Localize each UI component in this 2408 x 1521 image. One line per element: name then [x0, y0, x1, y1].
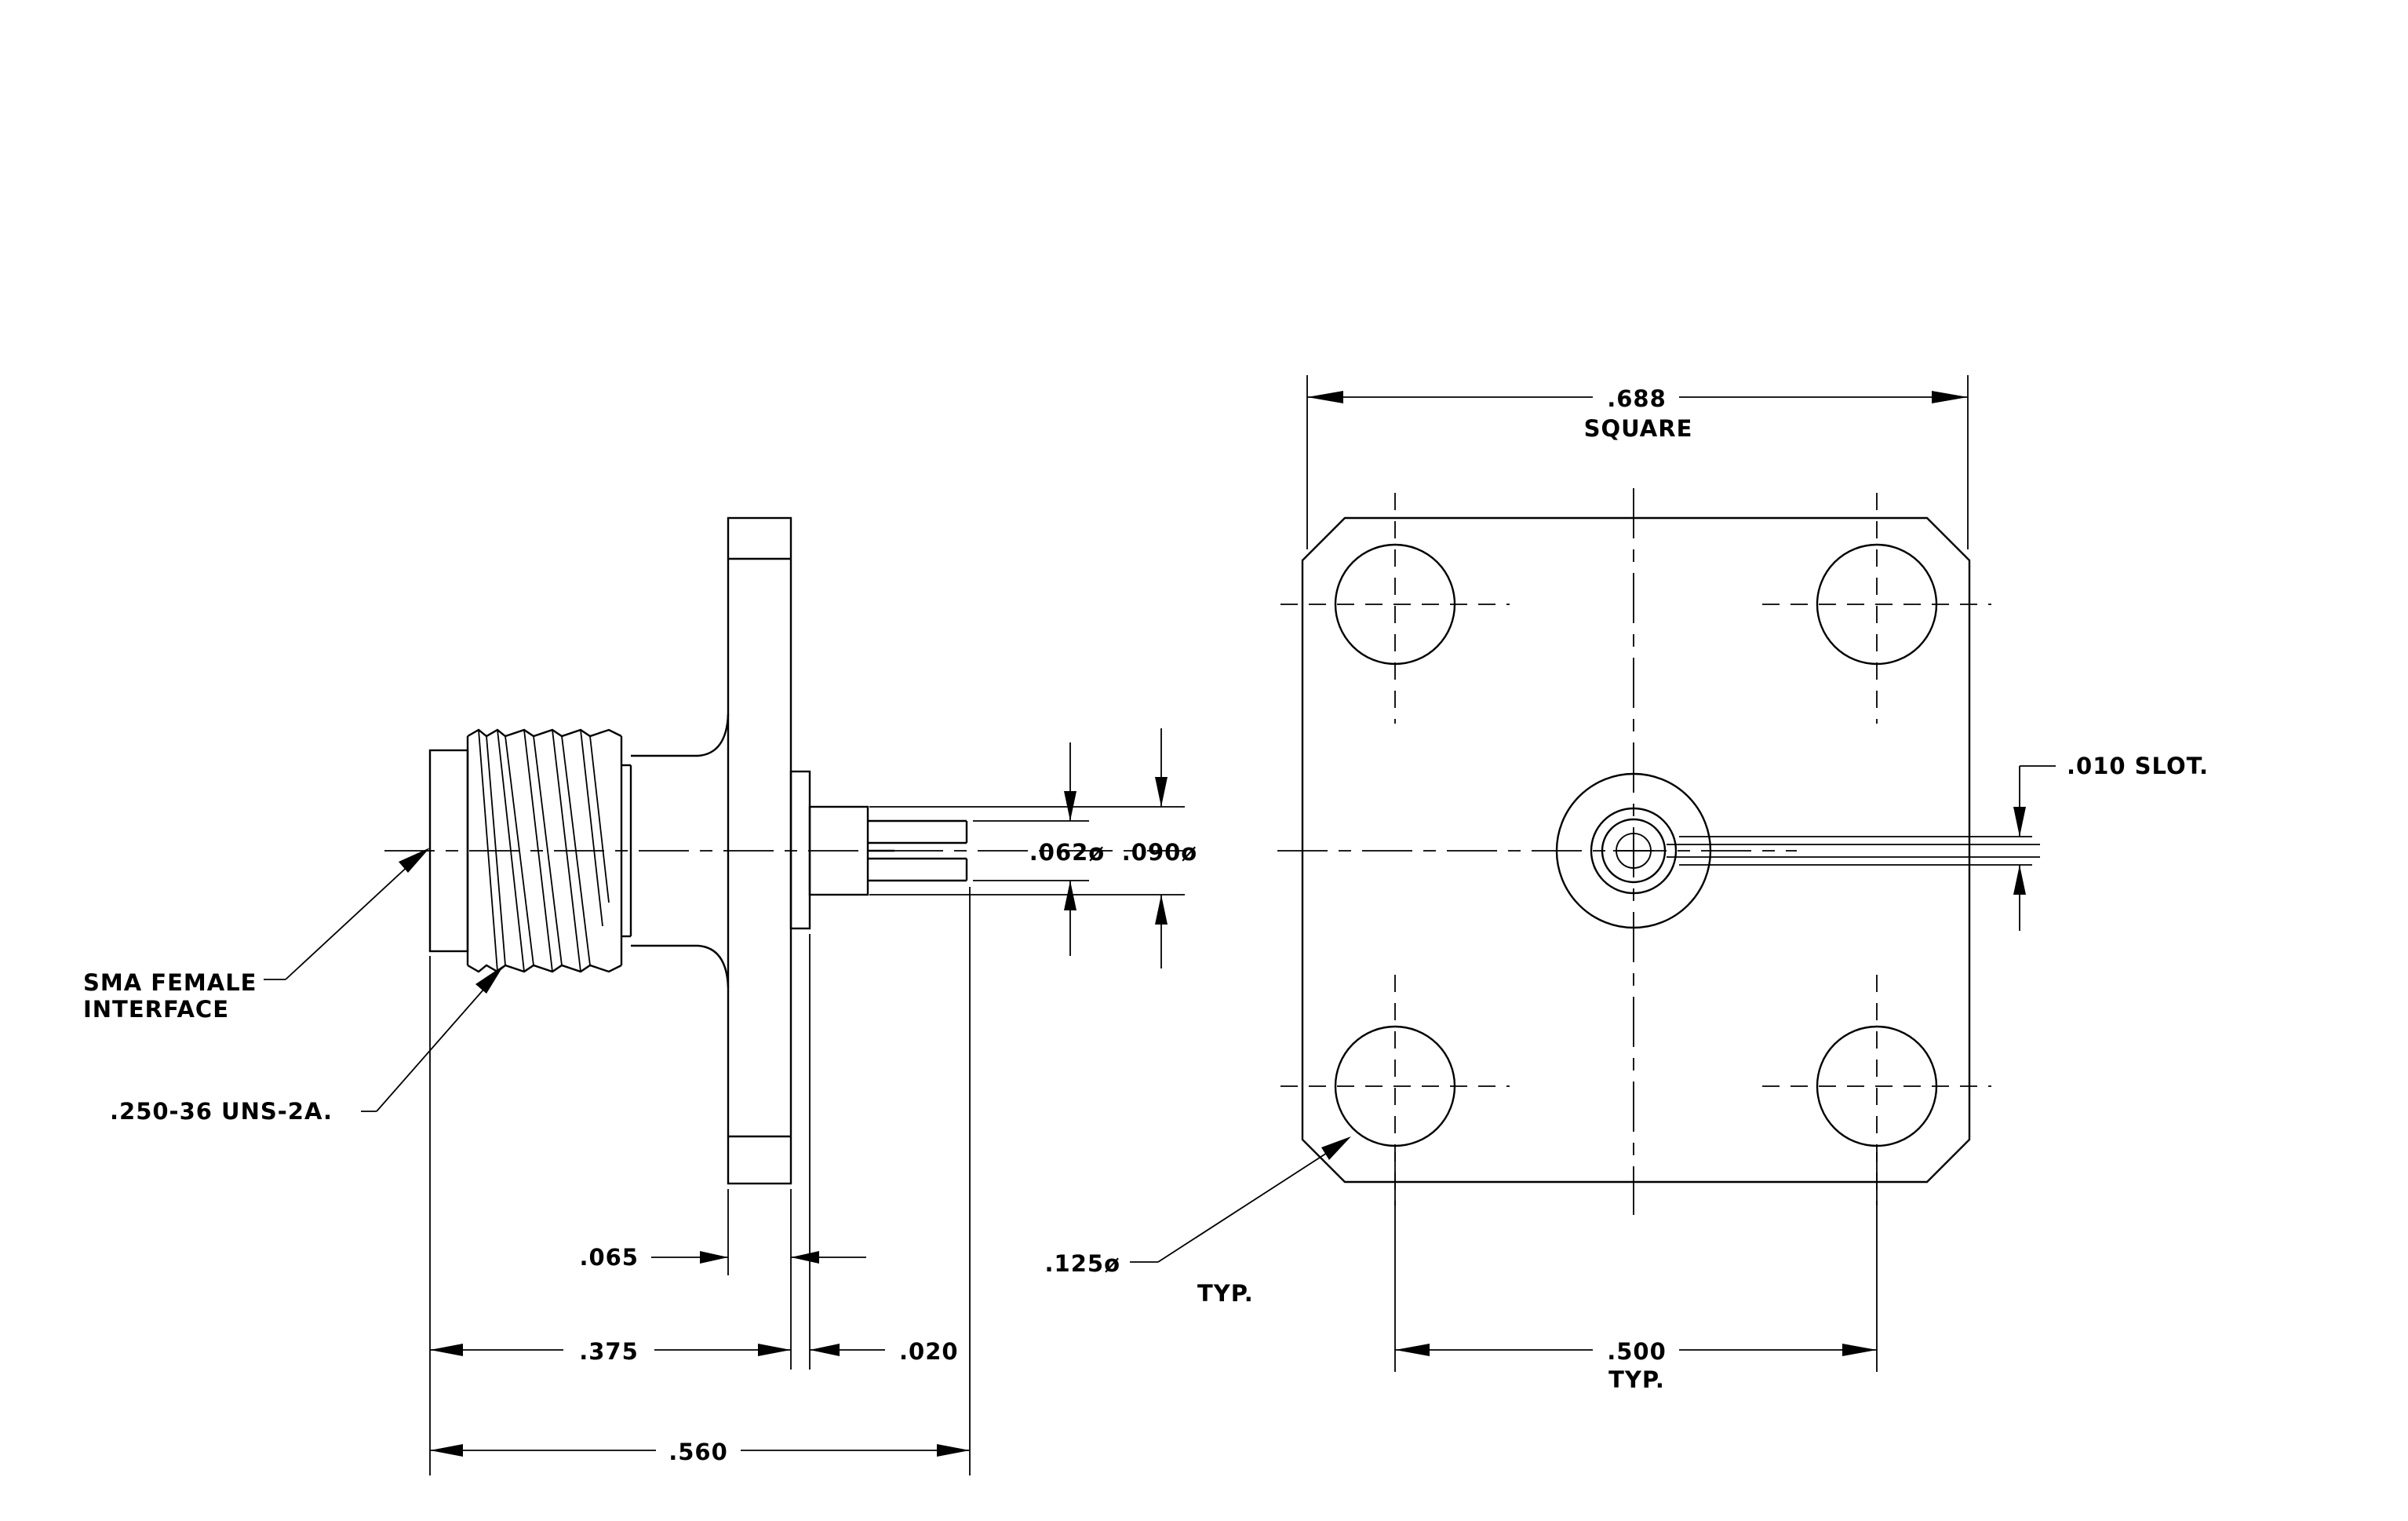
dim-560: .560: [430, 1439, 970, 1465]
dim-688: .688 SQUARE: [1306, 375, 1969, 549]
dim-090: .090ø: [1122, 728, 1197, 968]
mounting-hole-top-left: [1281, 493, 1510, 724]
length-560-label: .560: [668, 1439, 728, 1465]
pin-diameter-090-label: .090ø: [1122, 839, 1197, 866]
center-contact: [1555, 772, 1712, 929]
hole-diameter-label: .125ø: [1045, 1250, 1120, 1277]
hole-leader: .125ø TYP.: [1045, 1136, 1351, 1307]
side-view: .062ø .090ø .065 .3: [83, 516, 1197, 1475]
flange-thickness-label: .065: [579, 1244, 639, 1271]
square-word-label: SQUARE: [1584, 415, 1693, 442]
length-375-label: .375: [579, 1338, 639, 1365]
interface-label-line2: INTERFACE: [83, 996, 229, 1023]
mounting-hole-bottom-right: [1762, 975, 1991, 1205]
back-collar: [789, 770, 811, 930]
length-020-label: .020: [899, 1338, 959, 1365]
thread-spec-label: .250-36 UNS-2A.: [110, 1098, 333, 1125]
interface-leader: SMA FEMALE INTERFACE: [83, 848, 430, 1023]
threaded-section: [466, 728, 632, 973]
spacing-dim-label: .500: [1607, 1338, 1667, 1365]
slot-label: .010 SLOT.: [2067, 753, 2209, 779]
dim-065: .065: [579, 1244, 866, 1271]
square-flange-outline: [1301, 516, 1971, 1184]
mounting-hole-top-right: [1762, 493, 1991, 724]
dim-slot: .010 SLOT.: [2013, 753, 2209, 931]
dim-020: .020: [810, 1338, 959, 1365]
pin-diameter-062-label: .062ø: [1029, 839, 1105, 866]
mounting-hole-bottom-left: [1281, 975, 1510, 1205]
front-view: .010 SLOT. .688 SQUARE .500 TYP.: [1045, 375, 2209, 1393]
dim-062: .062ø: [1029, 742, 1105, 956]
dim-500: .500 TYP.: [1394, 1152, 1878, 1393]
square-dim-label: .688: [1607, 385, 1667, 412]
spacing-typ-label: TYP.: [1608, 1366, 1665, 1393]
hole-typ-label: TYP.: [1197, 1280, 1254, 1307]
thread-leader: .250-36 UNS-2A.: [110, 965, 504, 1125]
dim-375: .375: [430, 1338, 791, 1365]
interface-label-line1: SMA FEMALE: [83, 969, 257, 996]
slotted-pin: [868, 819, 968, 882]
slot-lines: [1667, 836, 2040, 866]
